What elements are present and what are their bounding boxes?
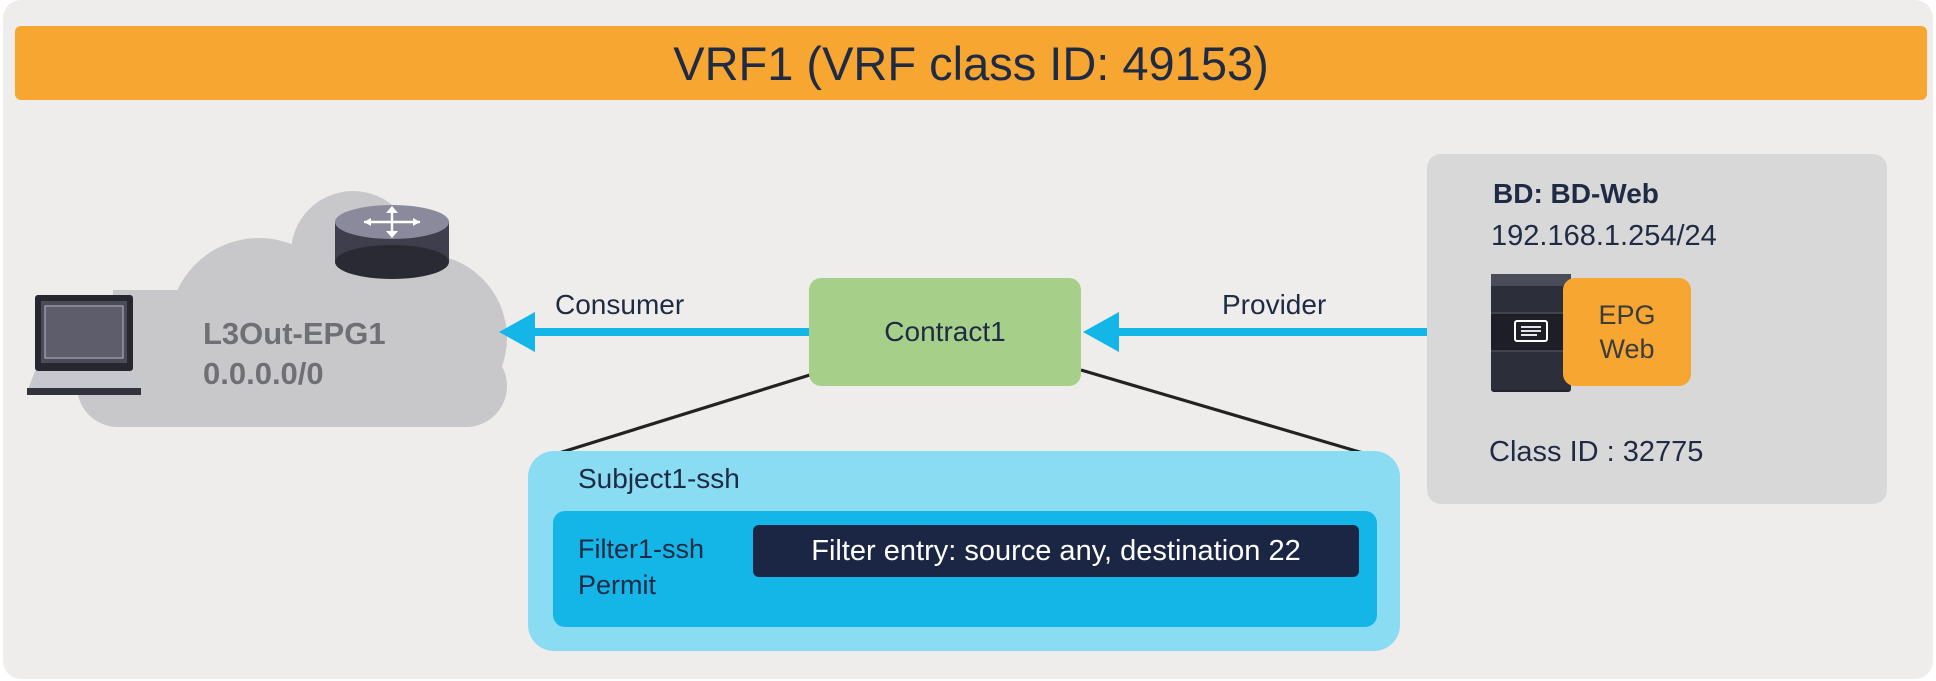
filter-box: Filter1-ssh Permit Filter entry: source … [553, 511, 1377, 627]
bd-panel: BD: BD-Web 192.168.1.254/24 EPG Web Clas… [1427, 154, 1887, 504]
filter-action: Permit [578, 570, 657, 600]
bd-subnet: 192.168.1.254/24 [1491, 220, 1717, 252]
bd-name: BD: BD-Web [1493, 178, 1659, 209]
router-icon [335, 205, 449, 279]
subject-name: Subject1-ssh [578, 463, 740, 494]
arrow-left-icon [1083, 312, 1427, 352]
cloud-icon [77, 191, 507, 427]
filter-entry: Filter entry: source any, destination 22 [753, 525, 1359, 577]
l3out-epg-label: L3Out-EPG1 0.0.0.0/0 [203, 314, 386, 394]
filter-name: Filter1-ssh [578, 534, 705, 564]
vrf-title: VRF1 (VRF class ID: 49153) [15, 26, 1927, 100]
contract-node: Contract1 [809, 278, 1081, 386]
subject-connector-lines [558, 368, 1364, 455]
l3out-name: L3Out-EPG1 [203, 316, 386, 351]
subject-box: Subject1-ssh Filter1-ssh Permit Filter e… [528, 451, 1400, 651]
diagram-graphics [27, 191, 1427, 455]
diagram-canvas: VRF1 (VRF class ID: 49153) [3, 0, 1933, 679]
class-id-label: Class ID : 32775 [1489, 436, 1704, 468]
epg-web-node: EPG Web [1563, 278, 1691, 386]
laptop-icon [27, 295, 141, 395]
consumer-label: Consumer [555, 289, 685, 320]
epg-label-line1: EPG [1598, 300, 1656, 330]
contract-name: Contract1 [884, 316, 1006, 347]
filter-name-block: Filter1-ssh Permit [578, 531, 704, 603]
provider-label: Provider [1222, 289, 1327, 320]
server-icon [1491, 274, 1571, 392]
arrow-left-icon [499, 312, 809, 352]
l3out-subnet: 0.0.0.0/0 [203, 356, 324, 391]
epg-label-line2: Web [1599, 334, 1655, 364]
